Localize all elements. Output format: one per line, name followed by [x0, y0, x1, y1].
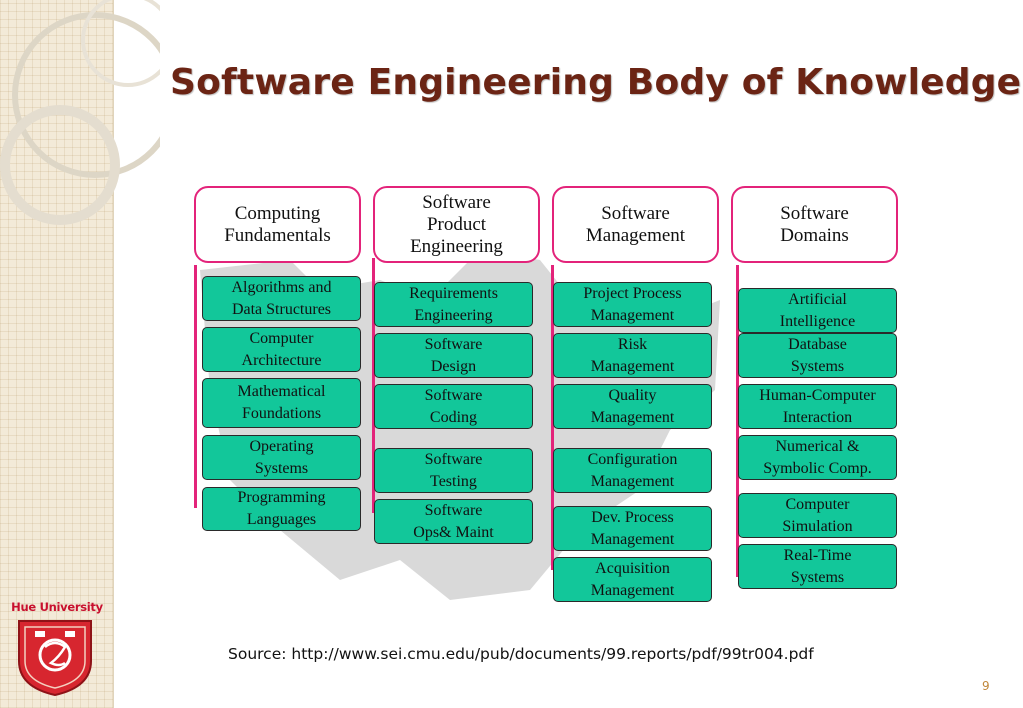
heading-software-product-engineering: Software Product Engineering: [373, 186, 540, 263]
box-computer-architecture: Computer Architecture: [202, 327, 361, 372]
box-database-systems: Database Systems: [738, 333, 897, 378]
box-software-ops-maint: Software Ops& Maint: [374, 499, 533, 544]
box-risk-management: Risk Management: [553, 333, 712, 378]
box-software-design: Software Design: [374, 333, 533, 378]
box-software-coding: Software Coding: [374, 384, 533, 429]
box-acquisition-management: Acquisition Management: [553, 557, 712, 602]
box-computer-simulation: Computer Simulation: [738, 493, 897, 538]
decorative-circles: [0, 0, 160, 225]
box-algorithms-data-structures: Algorithms and Data Structures: [202, 276, 361, 321]
heading-computing-fundamentals: Computing Fundamentals: [194, 186, 361, 263]
box-dev-process-management: Dev. Process Management: [553, 506, 712, 551]
heading-software-management: Software Management: [552, 186, 719, 263]
university-name: Hue University: [11, 600, 103, 614]
box-requirements-engineering: Requirements Engineering: [374, 282, 533, 327]
university-crest-icon: [18, 620, 92, 697]
source-citation: Source: http://www.sei.cmu.edu/pub/docum…: [228, 645, 814, 663]
box-operating-systems: Operating Systems: [202, 435, 361, 480]
box-real-time-systems: Real-Time Systems: [738, 544, 897, 589]
box-configuration-management: Configuration Management: [553, 448, 712, 493]
box-programming-languages: Programming Languages: [202, 487, 361, 531]
box-project-process-management: Project Process Management: [553, 282, 712, 327]
box-numerical-symbolic-comp: Numerical & Symbolic Comp.: [738, 435, 897, 480]
slide-title: Software Engineering Body of Knowledge: [170, 62, 1022, 103]
box-mathematical-foundations: Mathematical Foundations: [202, 378, 361, 428]
page-number: 9: [982, 679, 990, 693]
heading-software-domains: Software Domains: [731, 186, 898, 263]
column-connector-line: [372, 258, 375, 513]
column-connector-line: [551, 265, 554, 570]
column-connector-line: [194, 265, 197, 508]
box-quality-management: Quality Management: [553, 384, 712, 429]
column-connector-line: [736, 265, 739, 577]
box-human-computer-interaction: Human-Computer Interaction: [738, 384, 897, 429]
box-artificial-intelligence: Artificial Intelligence: [738, 288, 897, 333]
box-software-testing: Software Testing: [374, 448, 533, 493]
